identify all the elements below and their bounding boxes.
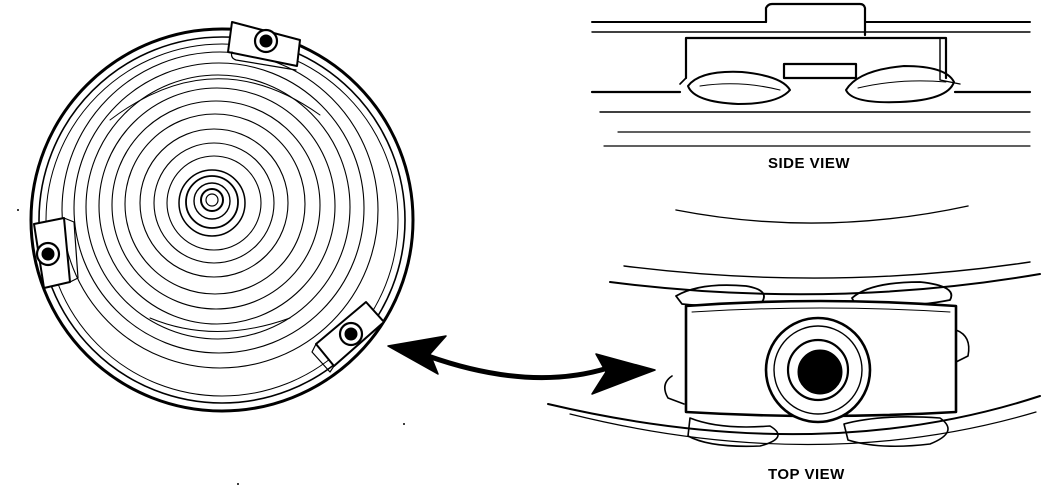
center-hub — [179, 170, 245, 236]
mounting-pad-top — [228, 22, 300, 70]
converter-front-view — [31, 22, 413, 411]
side-view-label: SIDE VIEW — [768, 155, 851, 172]
concentric-rings — [62, 52, 378, 368]
side-view-drawing — [592, 4, 1030, 146]
top-view-label: TOP VIEW — [768, 466, 845, 483]
mounting-pad-left — [34, 218, 78, 288]
top-view-drawing — [548, 206, 1040, 446]
double-headed-curved-arrow-icon — [388, 336, 655, 394]
mounting-pad-bottom-right — [312, 302, 384, 372]
